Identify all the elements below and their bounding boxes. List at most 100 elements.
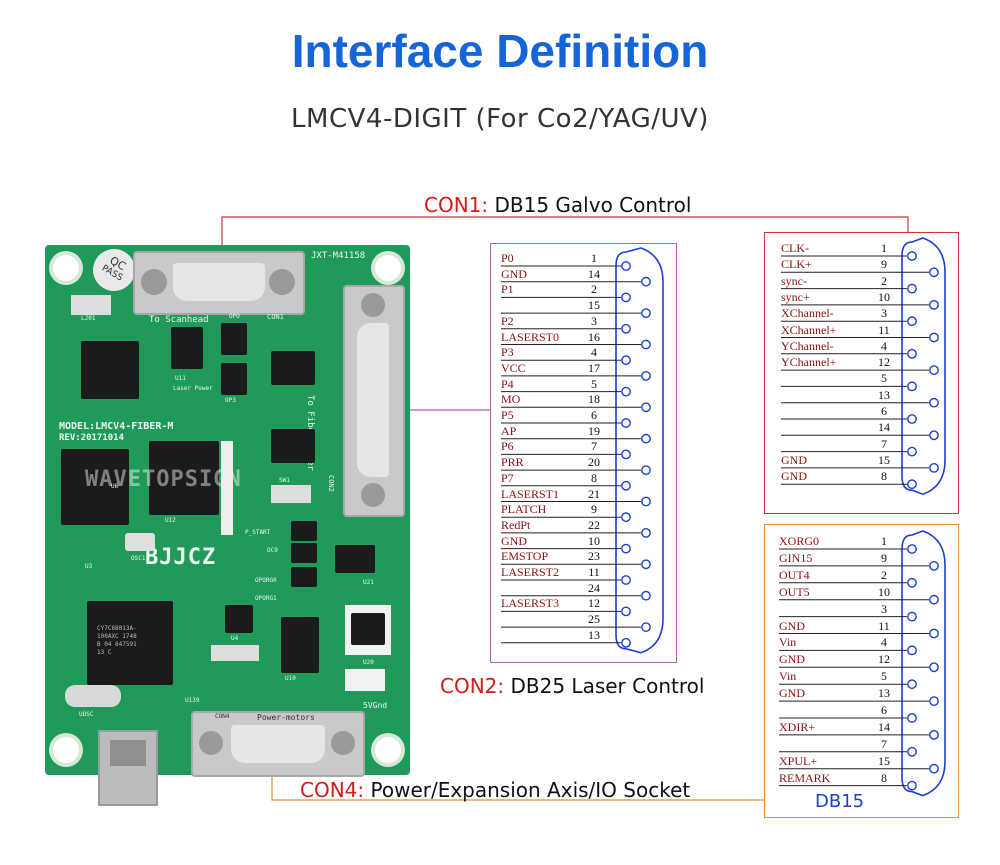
usb-b-port [98, 730, 158, 806]
pin-circle [621, 355, 631, 366]
ic-chip [291, 521, 317, 541]
pin-circle [907, 713, 917, 723]
mount-hole [53, 255, 79, 281]
mount-hole [53, 737, 79, 763]
mcu-marking-line: B 04 847591 [97, 641, 137, 648]
pin-number: 5 [591, 376, 597, 391]
pin-circle [641, 308, 651, 319]
db25-connector-diagram [501, 247, 664, 654]
pin-number: 9 [881, 257, 887, 272]
signal-name: CLK+ [781, 257, 812, 272]
screw-icon [269, 269, 295, 295]
pin-circle [929, 729, 939, 740]
signal-name: LASERST0 [501, 329, 560, 344]
ic-chip [271, 429, 315, 463]
screw-icon [199, 731, 223, 755]
pin-number: 2 [591, 282, 597, 297]
watermark: WAVETOPSIGN [85, 467, 242, 492]
pin-circle [621, 637, 631, 648]
pin-circle [621, 606, 631, 617]
signal-name: MO [501, 392, 521, 407]
pin-number: 7 [881, 736, 887, 751]
pin-number: 20 [588, 455, 600, 470]
pin-circle [929, 696, 939, 707]
signal-name: LASERST3 [501, 596, 560, 611]
pin-circle [621, 323, 631, 334]
pin-number: 11 [878, 618, 890, 633]
signal-name: GND [781, 469, 807, 484]
pin-circle [929, 430, 939, 441]
pinout-row: 24 [501, 581, 626, 597]
pinout-row: XChannel-3 [781, 306, 912, 322]
pinout-row: 5 [781, 371, 912, 387]
pin-circle [929, 267, 939, 278]
pin-number: 8 [591, 470, 597, 485]
pin-circle [929, 763, 939, 774]
signal-name: GND [501, 533, 527, 548]
p-start-silk: P_START [245, 529, 271, 536]
signal-name: GND [779, 652, 805, 667]
con2-db25-connector [343, 285, 405, 517]
pin-circle [641, 527, 651, 538]
screw-icon [141, 269, 167, 295]
pinout-row: CLK-1 [781, 241, 912, 257]
pin-circle [621, 575, 631, 585]
pin-circle [621, 261, 631, 271]
u6-silk: U6 [111, 483, 119, 490]
signal-name: AP [501, 423, 517, 438]
db15-galvo-connector-diagram [781, 237, 946, 496]
pin-number: 15 [878, 452, 890, 467]
pin-number: 12 [878, 652, 890, 667]
pin-circle [907, 348, 917, 359]
db15-power-connector-diagram [779, 530, 946, 797]
pin-circle [907, 544, 917, 554]
pin-number: 15 [588, 298, 600, 313]
model-label: MODEL:LMCV4-FIBER-M [59, 421, 174, 432]
osc1-silk: OSC1 [131, 555, 146, 562]
ic-chip [335, 545, 375, 573]
oporg1-silk: OPORG1 [255, 595, 277, 602]
pin-circle [621, 292, 631, 303]
pin-number: 11 [878, 322, 890, 337]
signal-name: GND [501, 266, 527, 281]
pin-circle [929, 300, 939, 310]
pin-circle [929, 462, 939, 473]
pin-circle [641, 590, 651, 601]
signal-name: XPUL+ [779, 753, 818, 768]
signal-name: P7 [501, 470, 514, 485]
signal-name: OUT5 [779, 584, 810, 599]
signal-name: P1 [501, 282, 514, 297]
pin-number: 5 [881, 669, 887, 684]
usb-mcu-chip: CY7C68013A- 100AXC 1748 B 04 847591 13 C [87, 601, 173, 685]
pin-number: 13 [878, 387, 890, 402]
pin-circle [907, 446, 917, 457]
pinout-row: 14 [781, 420, 912, 436]
screw-icon [361, 293, 385, 317]
ic-chip [225, 605, 253, 633]
pin-number: 9 [591, 502, 597, 517]
pinout-row: 7 [779, 737, 912, 753]
page-subtitle: LMCV4-DIGIT (For Co2/YAG/UV) [291, 104, 709, 134]
pinout-row: 3 [779, 602, 912, 618]
pin-number: 14 [878, 719, 890, 734]
pinout-row: sync-2 [781, 274, 912, 290]
fpga-chip [149, 441, 219, 515]
pin-number: 23 [588, 549, 600, 564]
signal-name: XORG0 [779, 534, 820, 548]
pin-circle [621, 543, 631, 554]
brand-label: BJJCZ [145, 545, 217, 570]
pin-number: 15 [878, 753, 890, 768]
